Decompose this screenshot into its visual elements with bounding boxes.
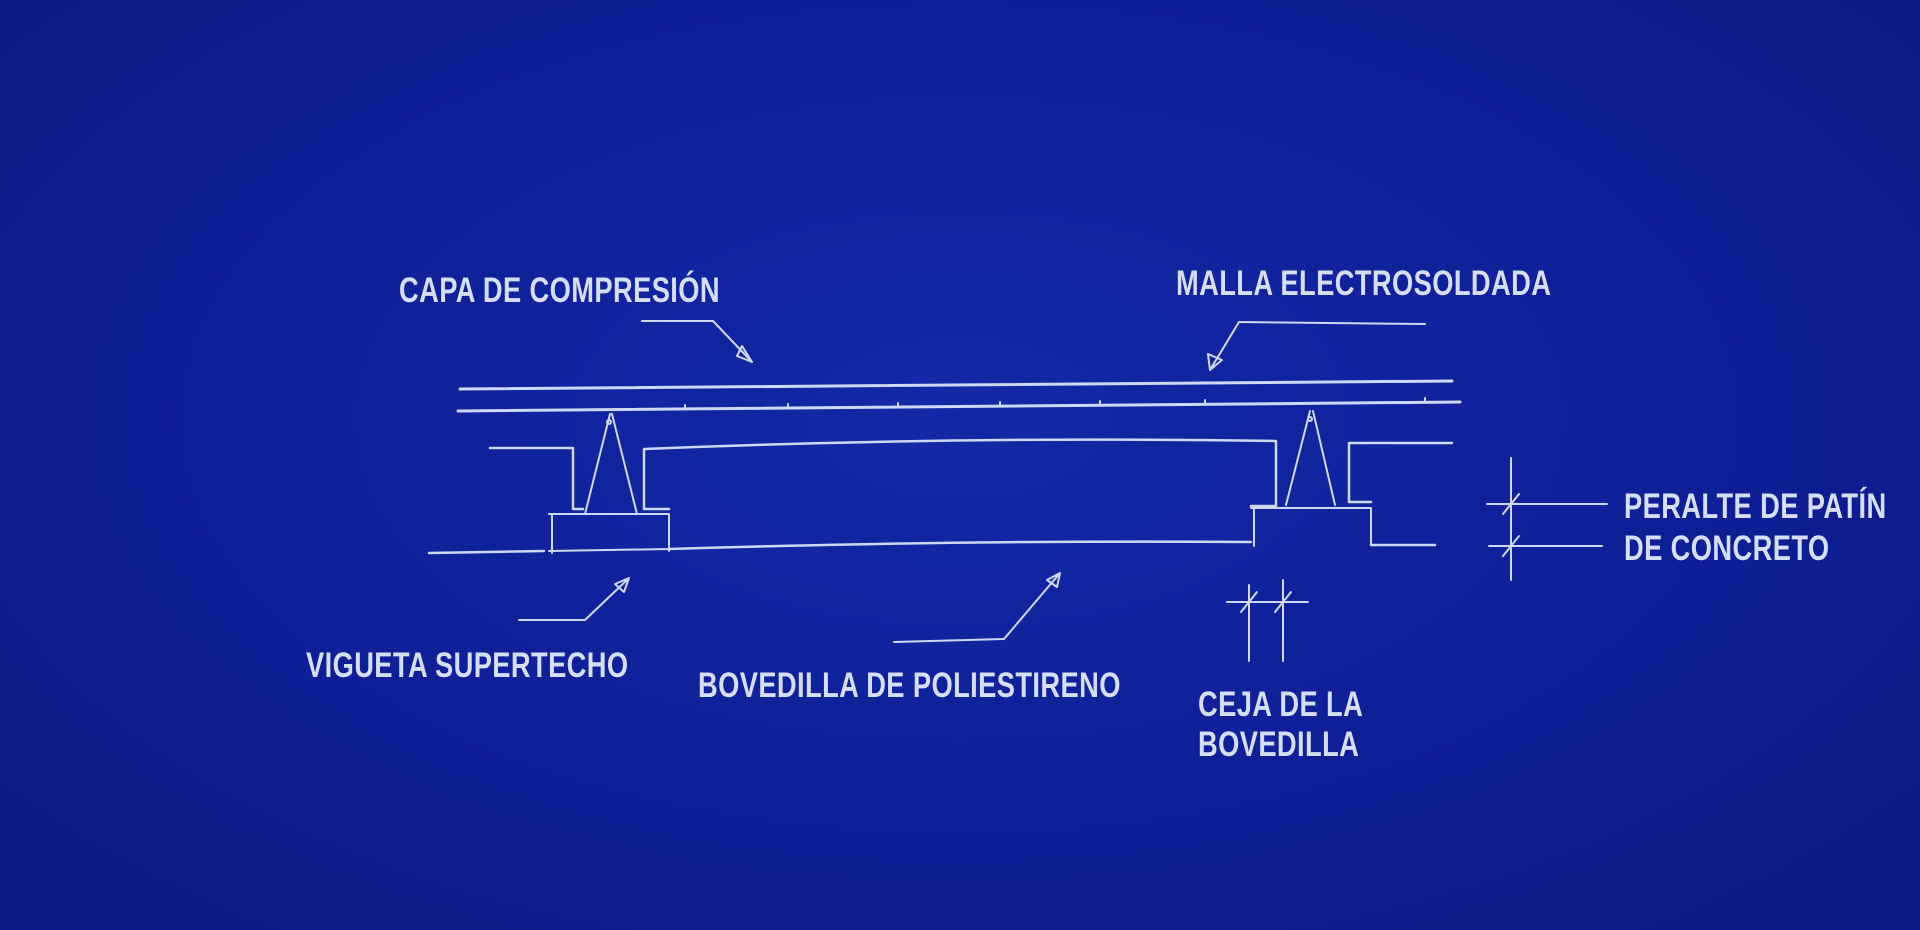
joist-left bbox=[548, 413, 670, 554]
label-ceja-line1: CEJA DE LA bbox=[1198, 685, 1364, 724]
label-peralte-line1: PERALTE DE PATÍN bbox=[1624, 487, 1887, 526]
malla-arrow bbox=[1207, 321, 1426, 371]
bovedilla-arrow bbox=[893, 572, 1061, 643]
label-vigueta-supertecho: VIGUETA SUPERTECHO bbox=[306, 646, 629, 685]
vigueta-arrow bbox=[518, 577, 630, 621]
label-malla-electrosoldada: MALLA ELECTROSOLDADA bbox=[1176, 264, 1552, 303]
label-bovedilla-de-poliestireno: BOVEDILLA DE POLIESTIRENO bbox=[698, 666, 1121, 705]
label-ceja-line2: BOVEDILLA bbox=[1198, 725, 1360, 764]
leader-arrows bbox=[518, 320, 1426, 643]
peralte-dimension bbox=[1486, 457, 1608, 581]
label-peralte-line2: DE CONCRETO bbox=[1624, 529, 1830, 568]
joist-right bbox=[1250, 410, 1372, 547]
label-capa-de-compresion: CAPA DE COMPRESIÓN bbox=[399, 271, 721, 310]
capa-arrow bbox=[641, 320, 753, 363]
polystyrene-blocks bbox=[427, 438, 1454, 555]
mesh-ticks bbox=[684, 397, 1426, 410]
compression-layer bbox=[456, 379, 1462, 413]
ceja-dimension bbox=[1226, 579, 1309, 662]
